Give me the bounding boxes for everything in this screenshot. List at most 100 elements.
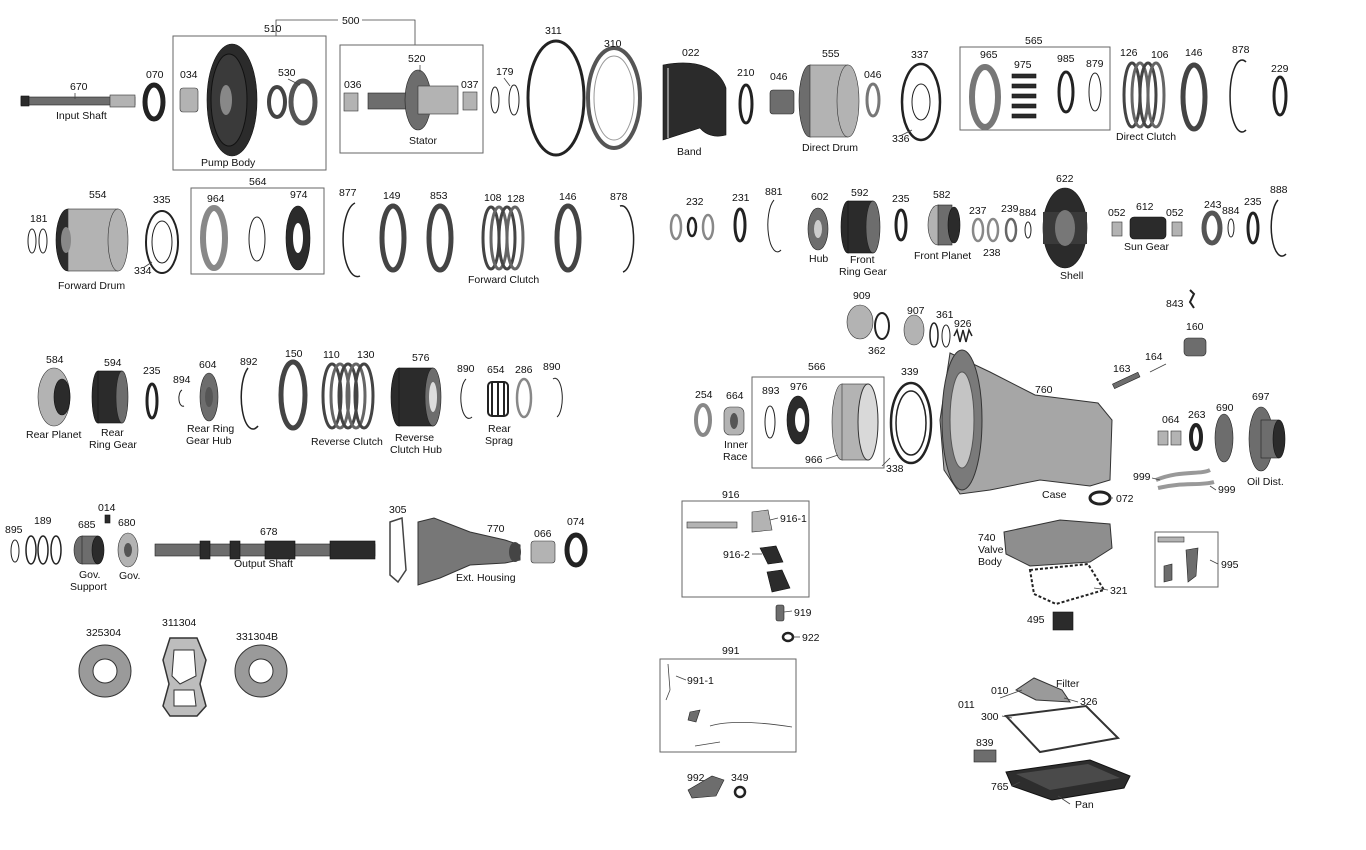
label-front-ring-gear-2: Ring Gear	[839, 266, 887, 278]
forward-drum	[55, 208, 129, 272]
part-number-064: 064	[1162, 414, 1180, 426]
part-number-022: 022	[682, 47, 700, 59]
oil-pan	[1005, 759, 1131, 801]
part-number-066: 066	[534, 528, 552, 540]
gasket-305	[389, 516, 407, 584]
label-front-ring-gear-1: Front	[850, 254, 875, 266]
drum-966	[831, 383, 879, 461]
filter-495	[1052, 611, 1074, 631]
seal-046	[865, 82, 881, 118]
part-916-1	[751, 509, 773, 533]
bushing-037	[462, 91, 478, 111]
part-995-group-box	[1154, 531, 1219, 588]
washer-243	[1201, 210, 1223, 246]
leader-lines	[74, 65, 1219, 805]
part-number-664: 664	[726, 390, 744, 402]
snap-ring-881	[767, 199, 782, 253]
linkage-991	[665, 663, 793, 747]
part-number-235-a: 235	[892, 193, 910, 205]
part-number-238: 238	[983, 247, 1001, 259]
part-number-909: 909	[853, 290, 871, 302]
part-number-210: 210	[737, 67, 755, 79]
bushing-066	[530, 540, 556, 564]
part-number-128: 128	[507, 193, 525, 205]
ring-879	[1088, 72, 1102, 112]
part-number-919: 919	[794, 607, 812, 619]
part-number-310: 310	[604, 38, 622, 50]
label-gov-support-2: Support	[70, 581, 107, 593]
part-number-160: 160	[1186, 321, 1204, 333]
sun-gear	[1129, 216, 1167, 240]
label-valve-body-1: Valve	[978, 544, 1004, 556]
part-number-254: 254	[695, 389, 713, 401]
part-number-881: 881	[765, 186, 783, 198]
part-number-992: 992	[687, 772, 705, 784]
servo-909	[846, 304, 874, 340]
hub	[807, 207, 829, 251]
gasket-310	[586, 46, 642, 150]
part-number-231: 231	[732, 192, 750, 204]
pin-164	[1149, 363, 1167, 373]
governor	[117, 532, 139, 568]
part-number-243: 243	[1204, 199, 1222, 211]
part-number-325304: 325304	[86, 627, 121, 639]
input-shaft	[20, 94, 136, 108]
part-843	[1188, 289, 1196, 309]
gear-690	[1214, 413, 1234, 463]
part-number-592: 592	[851, 187, 869, 199]
ring-235-c	[145, 382, 159, 420]
plate-149	[379, 203, 407, 273]
part-number-334: 334	[134, 265, 152, 277]
part-number-146-b: 146	[559, 191, 577, 203]
part-number-349: 349	[731, 772, 749, 784]
washers-237-239	[971, 217, 1018, 243]
label-rear-sprag-1: Rear	[488, 423, 511, 435]
part-number-300: 300	[981, 711, 999, 723]
part-number-181: 181	[30, 213, 48, 225]
part-number-877: 877	[339, 187, 357, 199]
rings-361	[929, 322, 951, 348]
manual-linkage-group-box	[681, 500, 810, 598]
part-number-286: 286	[515, 364, 533, 376]
pin-163	[1112, 371, 1141, 390]
ring-893	[764, 405, 776, 439]
part-number-339: 339	[901, 366, 919, 378]
part-number-011: 011	[958, 699, 975, 711]
part-number-106: 106	[1151, 49, 1169, 61]
part-number-110: 110	[323, 349, 340, 361]
rear-ring-gear-hub	[199, 372, 219, 422]
ring-888	[1270, 199, 1287, 257]
bushing-046	[769, 89, 795, 115]
part-number-654: 654	[487, 364, 505, 376]
label-filter: Filter	[1056, 678, 1080, 690]
rings-181	[27, 228, 48, 254]
part-number-892: 892	[240, 356, 258, 368]
part-number-311: 311	[545, 25, 562, 37]
part-number-179: 179	[496, 66, 514, 78]
stator-group-box	[339, 44, 484, 154]
part-number-555: 555	[822, 48, 840, 60]
part-995	[1157, 536, 1199, 583]
ring-231	[733, 207, 747, 243]
part-number-070: 070	[146, 69, 164, 81]
forward-piston-group-box	[190, 187, 325, 275]
part-number-895: 895	[5, 524, 23, 536]
filter	[1015, 677, 1071, 703]
label-stator: Stator	[409, 135, 438, 147]
rear-ring-gear	[91, 370, 129, 424]
part-number-678: 678	[260, 526, 278, 538]
label-hub: Hub	[809, 253, 828, 265]
part-number-612: 612	[1136, 201, 1154, 213]
extension-housing	[417, 517, 521, 586]
part-number-014: 014	[98, 502, 116, 514]
part-number-305: 305	[389, 504, 407, 516]
label-oil-dist: Oil Dist.	[1247, 476, 1284, 488]
label-reverse-clutch-hub-1: Reverse	[395, 432, 434, 444]
part-number-594: 594	[104, 357, 122, 369]
label-valve-body-2: Body	[978, 556, 1003, 568]
ring-286	[515, 377, 533, 419]
label-inner-race-1: Inner	[724, 439, 748, 451]
label-reverse-clutch-hub-2: Clutch Hub	[390, 444, 442, 456]
part-number-916-1: 916-1	[780, 513, 807, 525]
label-direct-drum: Direct Drum	[802, 142, 858, 154]
